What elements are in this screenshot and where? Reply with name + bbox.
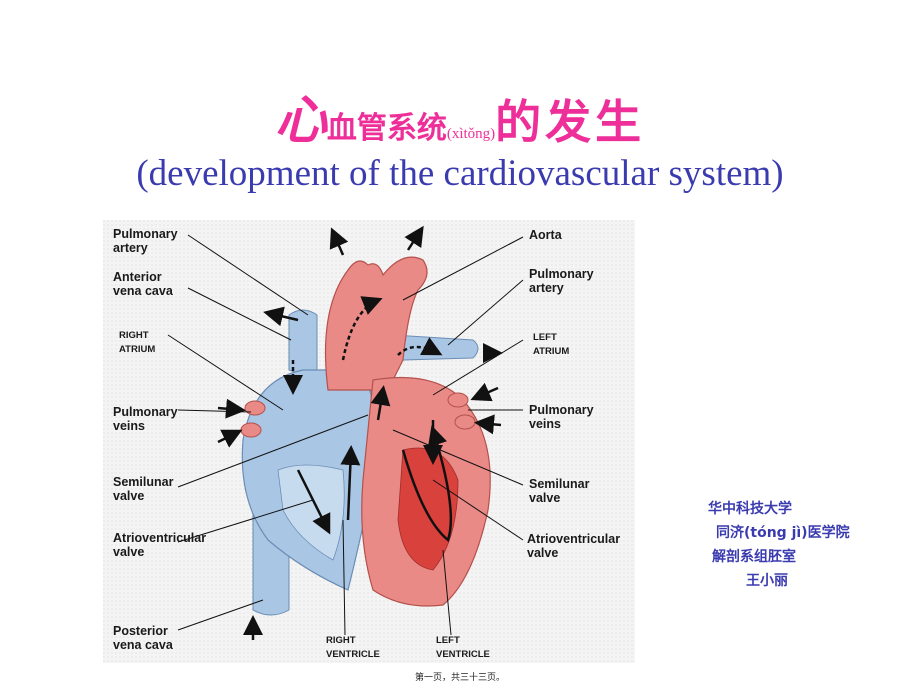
label-av-valve-right-2: valve xyxy=(527,546,558,560)
label-left-atrium-2: ATRIUM xyxy=(533,346,569,357)
label-pulmonary-veins-right: Pulmonary xyxy=(529,403,594,417)
right-ventricle-chamber xyxy=(277,464,345,561)
pulmonary-vein-left-1 xyxy=(244,400,266,416)
label-left-atrium: LEFT xyxy=(533,332,557,343)
credits-college: 同济(tóng jì)医学院 xyxy=(716,525,850,541)
slide-title: 心血管系统(xìtǒng)的发生 xyxy=(0,78,920,153)
aorta-shape xyxy=(324,256,428,391)
heart-diagram: Pulmonary artery Anterior vena cava RIGH… xyxy=(103,220,635,663)
label-right-atrium-2: ATRIUM xyxy=(119,344,155,355)
title-part-2: 血管系统 xyxy=(326,111,447,146)
label-av-valve-left-2: valve xyxy=(113,545,144,559)
anterior-vena-cava-shape xyxy=(288,309,318,381)
title-part-1: 心 xyxy=(274,90,327,151)
label-semilunar-valve-left-2: valve xyxy=(113,489,144,503)
label-anterior-vena-cava-2: vena cava xyxy=(113,284,174,298)
pulmonary-vein-right-2 xyxy=(454,414,476,430)
label-right-atrium: RIGHT xyxy=(119,330,149,341)
label-posterior-vena-cava-2: vena cava xyxy=(113,638,174,652)
label-pulmonary-veins-right-2: veins xyxy=(529,417,561,431)
label-left-ventricle: LEFT xyxy=(436,635,460,646)
label-av-valve-right: Atrioventricular xyxy=(527,532,620,546)
leader-lines xyxy=(167,234,524,636)
page-footer: 第一页，共三十三页。 xyxy=(414,673,505,683)
title-pinyin: (xìtǒng) xyxy=(446,126,496,142)
pulmonary-vein-right-1 xyxy=(447,392,469,408)
credits-block: 华中科技大学 同济(tóng jì)医学院 解剖系组胚室 王小丽 xyxy=(700,497,850,593)
label-semilunar-valve-right-2: valve xyxy=(529,491,560,505)
label-semilunar-valve-left: Semilunar xyxy=(113,475,174,489)
title-part-3: 的发生 xyxy=(495,95,646,149)
pulmonary-vein-left-2 xyxy=(240,422,262,438)
label-left-ventricle-2: VENTRICLE xyxy=(436,649,490,660)
label-av-valve-left: Atrioventricular xyxy=(113,531,206,545)
credits-university: 华中科技大学 xyxy=(708,501,792,517)
slide-subtitle: (development of the cardiovascular syste… xyxy=(136,153,784,194)
label-pulmonary-veins-left: Pulmonary xyxy=(113,405,178,419)
label-pulmonary-artery-right-2: artery xyxy=(529,281,564,295)
label-right-ventricle-2: VENTRICLE xyxy=(326,649,380,660)
label-pulmonary-artery-right: Pulmonary xyxy=(529,267,594,281)
label-aorta: Aorta xyxy=(529,228,563,242)
label-pulmonary-veins-left-2: veins xyxy=(113,419,145,433)
label-anterior-vena-cava: Anterior xyxy=(113,270,162,284)
label-semilunar-valve-right: Semilunar xyxy=(529,477,590,491)
credits-author: 王小丽 xyxy=(746,573,788,589)
label-pulmonary-artery-2: artery xyxy=(113,241,148,255)
label-right-ventricle: RIGHT xyxy=(326,635,356,646)
label-posterior-vena-cava: Posterior xyxy=(113,624,168,638)
credits-department: 解剖系组胚室 xyxy=(712,549,796,565)
label-pulmonary-artery: Pulmonary xyxy=(113,227,178,241)
